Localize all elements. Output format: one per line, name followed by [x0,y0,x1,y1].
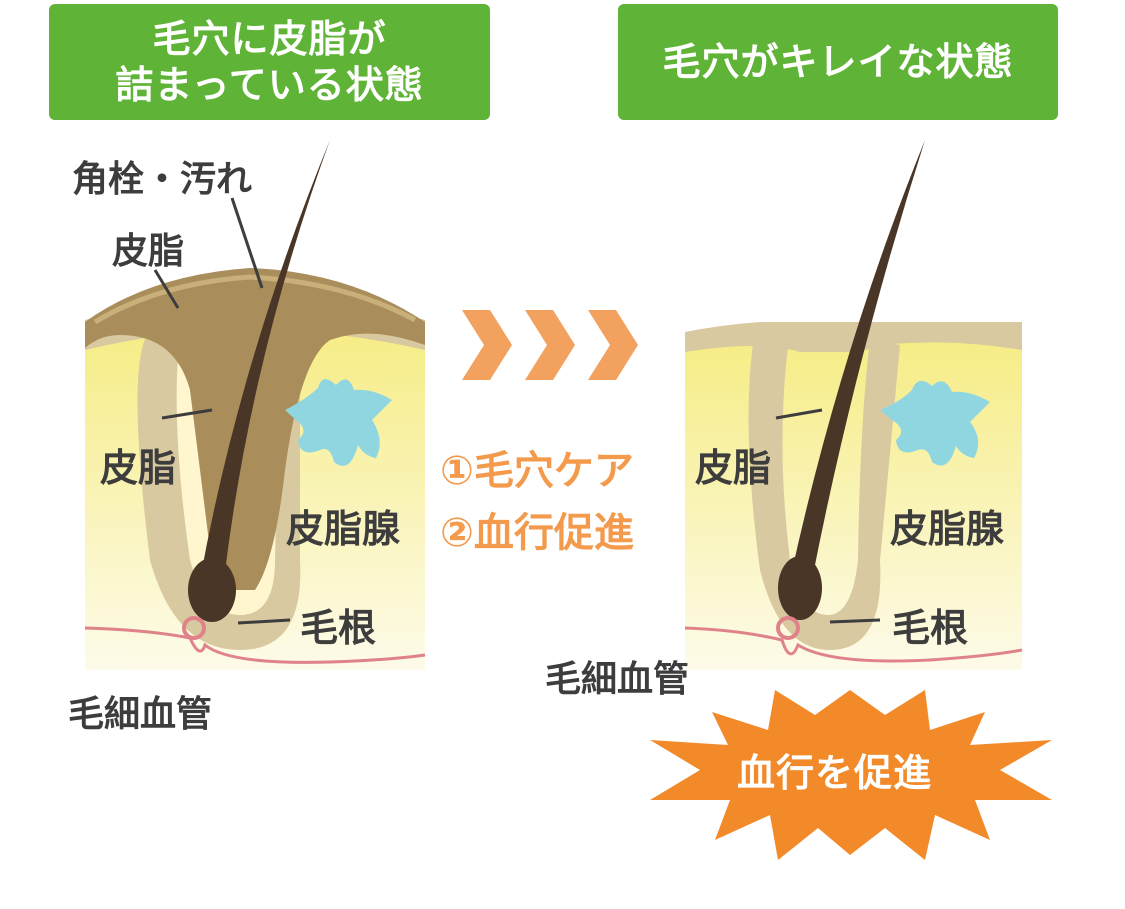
label-sebum-right: 皮脂 [695,446,772,490]
right-capillary [684,626,1023,663]
left-skin [84,140,426,670]
step-pore-care: ①毛穴ケア [440,448,634,494]
left-sebaceous-gland [285,379,392,466]
label-sebum-left: 皮脂 [100,446,177,490]
transition-arrows [462,310,638,380]
right-skin [684,140,1023,670]
left-title-line1: 毛穴に皮脂が [152,17,387,61]
label-root-right: 毛根 [892,606,969,650]
left-title-banner: 毛穴に皮脂が 詰まっている状態 [49,4,490,120]
left-hair-shaft [200,140,330,580]
label-capillary-left: 毛細血管 [68,694,213,735]
step-blood-circulation: ②血行促進 [440,510,634,556]
right-hair-shaft [790,140,925,580]
label-plug-dirt: 角栓・汚れ [72,159,253,200]
burst-label: 血行を促進 [737,751,933,795]
left-sebum-plug [85,268,425,590]
left-title-line2: 詰まっている状態 [115,63,424,107]
right-sebaceous-gland [880,380,990,466]
label-gland-left: 皮脂腺 [286,507,401,551]
blood-flow-burst [650,690,1052,860]
label-sebum-top: 皮脂 [112,231,185,272]
label-gland-right: 皮脂腺 [890,507,1005,551]
right-title: 毛穴がキレイな状態 [662,40,1014,84]
label-root-left: 毛根 [300,606,377,650]
left-capillary [84,626,426,664]
right-title-banner: 毛穴がキレイな状態 [618,4,1058,120]
label-capillary-right: 毛細血管 [545,659,690,700]
